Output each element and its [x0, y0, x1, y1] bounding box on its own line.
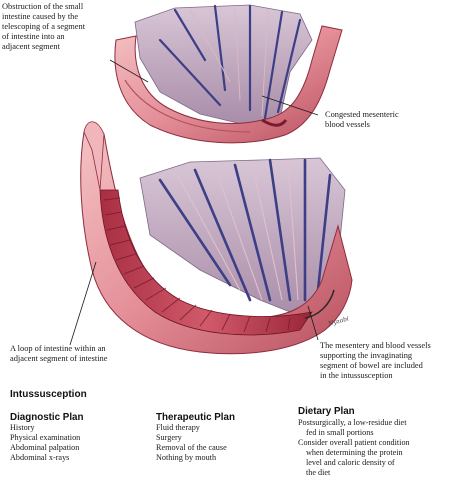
list-item: History [10, 423, 35, 432]
leader-lines [69, 59, 319, 346]
list-item: Consider overall patient condition [298, 438, 410, 447]
callout-line: in the intussusception [320, 371, 393, 380]
list-item: Abdominal palpation [10, 443, 80, 452]
page-title: Intussusception [10, 389, 87, 400]
diagnostic-plan-list: History Physical examination Abdominal p… [10, 423, 80, 463]
callout-line: adjacent segment [2, 42, 60, 51]
list-item: Surgery [156, 433, 182, 442]
lower-intestine-segment [80, 121, 353, 355]
callout-line: The mesentery and blood vessels [320, 341, 431, 350]
callout-line: Obstruction of the small [2, 2, 84, 11]
mesenteric-leader [261, 95, 319, 116]
callout-line: segment of bowel are included [320, 361, 423, 370]
list-item: when determining the protein [306, 448, 403, 457]
obstruction-leader [109, 59, 149, 83]
upper-intestine-segment [114, 4, 343, 144]
list-item: the diet [306, 468, 331, 477]
list-item: Physical examination [10, 433, 81, 442]
callout-line: of intestine into an [2, 32, 65, 41]
list-item: Removal of the cause [156, 443, 227, 452]
list-item: level and caloric density of [306, 458, 395, 467]
list-item: fed in small portions [306, 428, 374, 437]
callout-line: adjacent segment of intestine [10, 354, 108, 363]
callout-line: blood vessels [325, 120, 370, 129]
callout-line: A loop of intestine within an [10, 344, 106, 353]
callout-mesenteric-vessels: Congested mesenteric blood vessels [325, 110, 399, 130]
dietary-plan-list: Postsurgically, a low-residue diet fed i… [298, 418, 410, 478]
dietary-plan-heading: Dietary Plan [298, 406, 355, 417]
list-item: Postsurgically, a low-residue diet [298, 418, 407, 427]
callout-intestine-loop: A loop of intestine within an adjacent s… [10, 344, 107, 364]
list-item: Abdominal x-rays [10, 453, 70, 462]
intestine-entry [83, 121, 105, 191]
upper-intestine-tube [114, 25, 343, 144]
mesentery-leader [307, 305, 319, 341]
loop-leader [69, 261, 97, 346]
callout-obstruction: Obstruction of the small intestine cause… [2, 2, 85, 52]
diagnostic-plan-heading: Diagnostic Plan [10, 412, 84, 423]
therapeutic-plan-list: Fluid therapy Surgery Removal of the cau… [156, 423, 227, 463]
therapeutic-plan-heading: Therapeutic Plan [156, 412, 235, 423]
callout-line: intestine caused by the [2, 12, 79, 21]
list-item: Fluid therapy [156, 423, 200, 432]
list-item: Nothing by mouth [156, 453, 217, 462]
callout-line: telescoping of a segment [2, 22, 86, 31]
callout-mesentery: The mesentery and blood vessels supporti… [320, 341, 431, 381]
callout-line: supporting the invaginating [320, 351, 413, 360]
lower-intestine-inner-segment [99, 189, 313, 336]
callout-line: Congested mesenteric [325, 110, 399, 119]
